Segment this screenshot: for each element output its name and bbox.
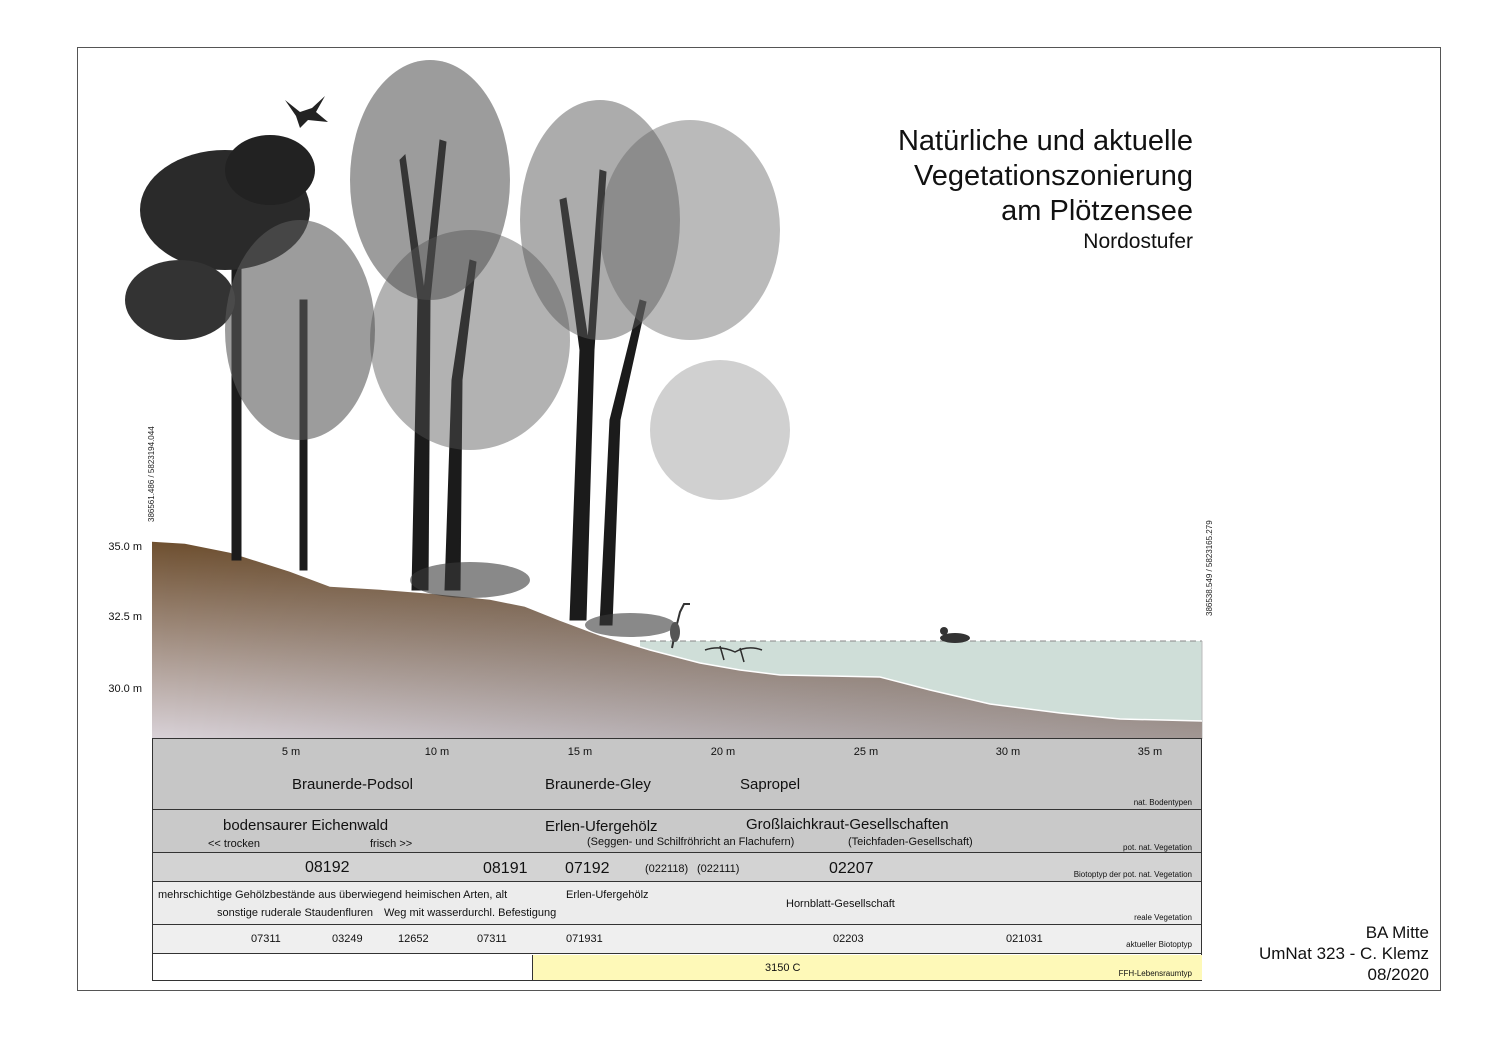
real-vegetation: Weg mit wasserdurchl. Befestigung bbox=[384, 907, 557, 919]
actual-biotope-code: 07311 bbox=[251, 933, 281, 945]
x-tick: 5 m bbox=[281, 746, 301, 758]
ffh-code: 3150 C bbox=[765, 962, 801, 974]
x-tick: 10 m bbox=[424, 746, 450, 758]
pnv-main: Erlen-Ufergehölz bbox=[545, 818, 658, 835]
credits-block: BA Mitte UmNat 323 - C. Klemz 08/2020 bbox=[1259, 922, 1429, 985]
pnv-biotope-code: 02207 bbox=[829, 860, 874, 877]
tree-silhouettes bbox=[125, 60, 790, 637]
real-vegetation: Erlen-Ufergehölz bbox=[566, 889, 649, 901]
coordinate-right: 386538.549 / 5823165.279 bbox=[1205, 520, 1214, 616]
pnv-sub: (Teichfaden-Gesellschaft) bbox=[848, 836, 973, 848]
drawing-frame bbox=[77, 47, 1441, 991]
grebe-icon bbox=[940, 627, 970, 643]
ffh-highlight bbox=[532, 955, 1202, 980]
pnv-sub: << trocken bbox=[208, 838, 260, 850]
soil-type: Braunerde-Gley bbox=[545, 776, 651, 793]
title-line-3: am Plötzensee bbox=[1001, 195, 1193, 227]
y-tick-35: 35.0 m bbox=[108, 541, 142, 553]
pnv-biotope-code: 08192 bbox=[305, 859, 350, 876]
x-tick: 35 m bbox=[1137, 746, 1163, 758]
row-label-ffh: FFH-Lebensraumtyp bbox=[1118, 969, 1192, 978]
pnv-sub: (Seggen- und Schilfröhricht an Flachufer… bbox=[587, 836, 795, 848]
pnv-biotope-code: 08191 bbox=[483, 860, 528, 877]
soil-type: Braunerde-Podsol bbox=[292, 776, 413, 793]
row-pnv bbox=[152, 810, 1202, 853]
credits-author: UmNat 323 - C. Klemz bbox=[1258, 944, 1429, 963]
real-vegetation: sonstige ruderale Staudenfluren bbox=[217, 907, 373, 919]
soil-type: Sapropel bbox=[740, 776, 801, 793]
x-tick: 20 m bbox=[710, 746, 736, 758]
title-line-1: Natürliche und aktuelle bbox=[897, 125, 1193, 157]
row-soil-types bbox=[152, 738, 1202, 810]
title-subtitle: Nordostufer bbox=[1083, 230, 1193, 253]
pnv-sub: frisch >> bbox=[370, 838, 413, 850]
water-plants-icon bbox=[704, 645, 763, 663]
row-pnv-biotope bbox=[152, 853, 1202, 882]
soil-section bbox=[151, 540, 1203, 739]
credits-date: 08/2020 bbox=[1367, 965, 1429, 984]
actual-biotope-code: 07311 bbox=[477, 933, 507, 945]
x-tick: 25 m bbox=[853, 746, 879, 758]
pnv-biotope-code: (022111) bbox=[697, 863, 740, 875]
actual-biotope-code: 071931 bbox=[566, 933, 603, 945]
credits-org: BA Mitte bbox=[1365, 923, 1429, 942]
pnv-biotope-code: (022118) bbox=[645, 863, 689, 875]
y-tick-30: 30.0 m bbox=[108, 683, 142, 695]
row-label-pnv: pot. nat. Vegetation bbox=[1123, 843, 1192, 852]
actual-biotope-code: 021031 bbox=[1006, 933, 1043, 945]
coordinate-left: 386561.486 / 5823194.044 bbox=[147, 426, 156, 522]
pnv-main: Großlaichkraut-Gesellschaften bbox=[746, 816, 949, 833]
y-tick-32-5: 32.5 m bbox=[108, 611, 142, 623]
row-label-actual-biotope: aktueller Biotoptyp bbox=[1126, 940, 1192, 949]
real-vegetation: Hornblatt-Gesellschaft bbox=[786, 898, 895, 910]
x-tick: 15 m bbox=[567, 746, 593, 758]
row-label-pnv-biotope: Biotoptyp der pot. nat. Vegetation bbox=[1073, 870, 1192, 879]
x-tick: 30 m bbox=[995, 746, 1021, 758]
heron-icon bbox=[670, 603, 690, 649]
pnv-main: bodensaurer Eichenwald bbox=[223, 817, 389, 834]
row-actual-biotope bbox=[152, 925, 1202, 954]
bird-icon bbox=[285, 96, 328, 128]
row-real-vegetation bbox=[152, 882, 1202, 925]
row-label-real: reale Vegetation bbox=[1134, 913, 1192, 922]
diagram-title: Natürliche und aktuelle Vegetationszonie… bbox=[898, 124, 1193, 255]
actual-biotope-code: 02203 bbox=[833, 933, 864, 945]
actual-biotope-code: 03249 bbox=[332, 933, 363, 945]
real-vegetation: mehrschichtige Gehölzbestände aus überwi… bbox=[158, 889, 508, 901]
title-line-2: Vegetationszonierung bbox=[914, 160, 1193, 192]
pnv-biotope-code: 07192 bbox=[565, 860, 610, 877]
row-label-soil: nat. Bodentypen bbox=[1133, 798, 1192, 807]
actual-biotope-code: 12652 bbox=[398, 933, 429, 945]
